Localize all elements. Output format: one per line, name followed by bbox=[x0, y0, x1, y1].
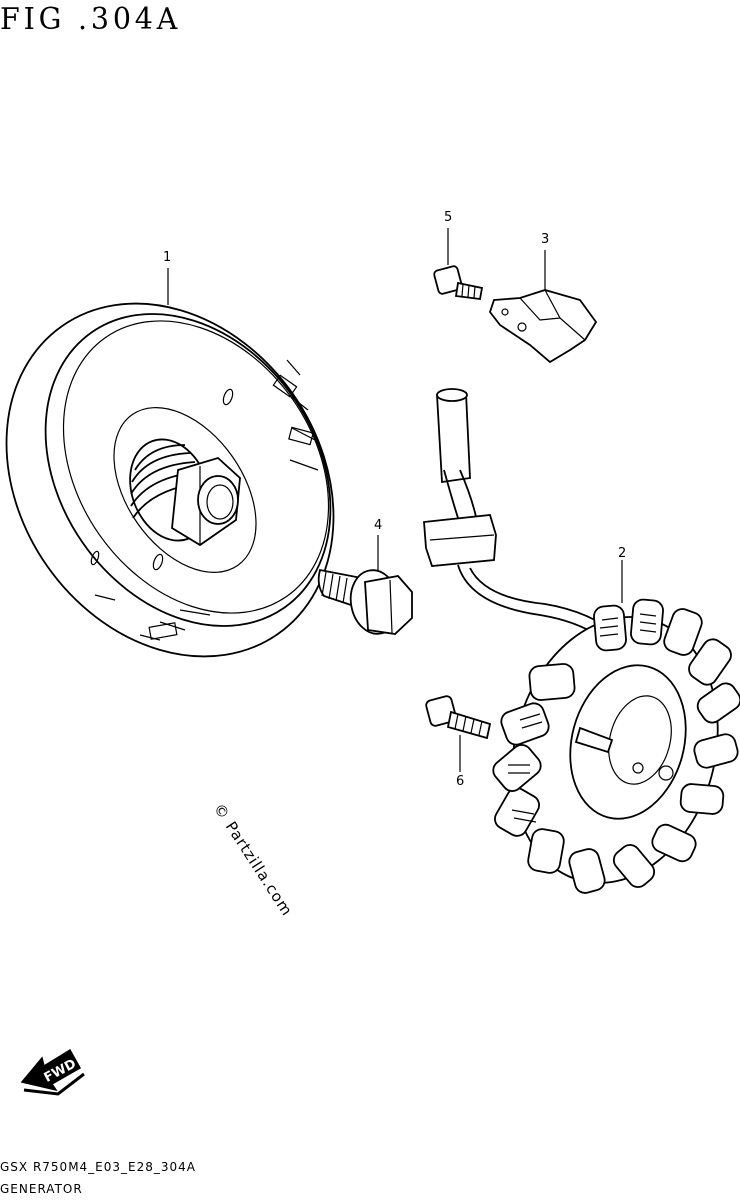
callout-2: 2 bbox=[618, 546, 627, 561]
stator-coil[interactable] bbox=[423, 388, 740, 906]
callout-6: 6 bbox=[456, 774, 465, 789]
callout-4: 4 bbox=[374, 518, 383, 533]
stator-bolt[interactable] bbox=[425, 695, 492, 772]
figure-title: FIG .304A bbox=[0, 2, 182, 37]
callout-5: 5 bbox=[444, 210, 453, 225]
rotor-bolt[interactable] bbox=[317, 535, 413, 638]
clamp-bolt[interactable] bbox=[433, 228, 484, 300]
figure-caption: GENERATOR bbox=[0, 1182, 83, 1196]
callout-1: 1 bbox=[163, 250, 172, 265]
rotor-flywheel[interactable] bbox=[0, 240, 401, 720]
wire-clamp[interactable] bbox=[488, 250, 598, 364]
fwd-arrow-icon: FWD bbox=[20, 1048, 85, 1096]
drawing-code: GSX R750M4_E03_E28_304A bbox=[0, 1160, 196, 1174]
callout-3: 3 bbox=[541, 232, 550, 247]
